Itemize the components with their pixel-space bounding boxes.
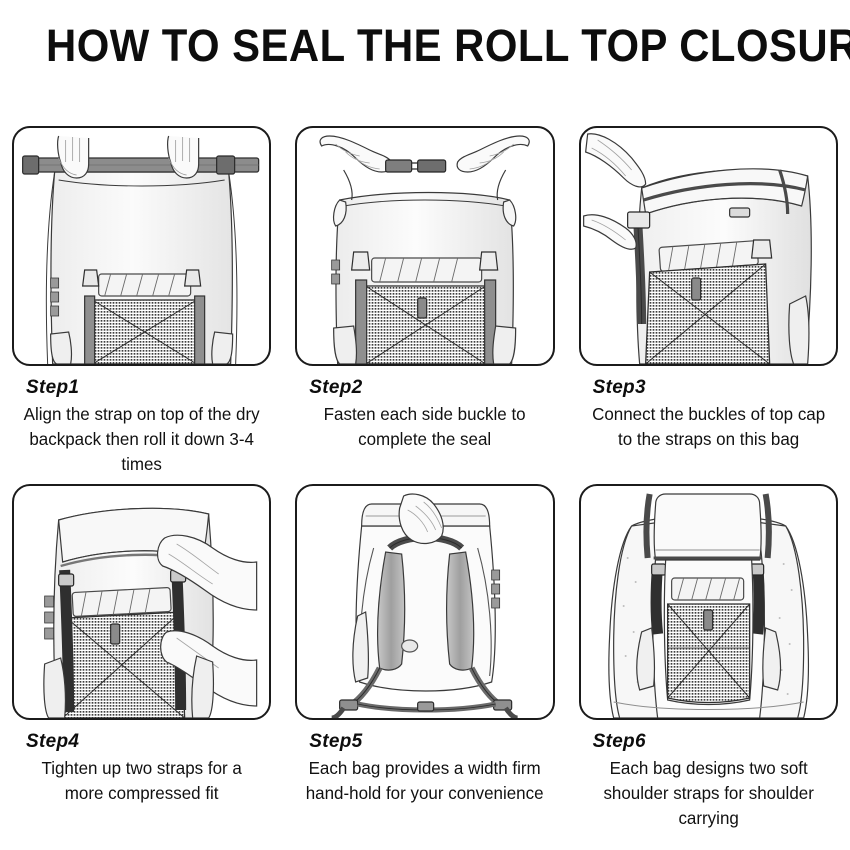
step-illustration-1 bbox=[12, 126, 272, 366]
step-cell-1: Step1 Align the strap on top of the dry … bbox=[0, 126, 283, 477]
step-caption-6: Each bag designs two soft shoulder strap… bbox=[603, 758, 814, 828]
step-caption-1: Align the strap on top of the dry backpa… bbox=[23, 404, 260, 474]
step-illustration-4 bbox=[12, 484, 272, 720]
step-label-6: Step6 bbox=[592, 731, 646, 752]
steps-row-bottom: Step4 Tighten up two straps for a more c… bbox=[0, 484, 850, 831]
step-label-5: Step5 bbox=[309, 731, 363, 752]
step-illustration-3 bbox=[578, 126, 838, 366]
step-cell-2: Step2 Fasten each side buckle to complet… bbox=[283, 126, 566, 477]
step-cell-3: Step3 Connect the buckles of top cap to … bbox=[567, 126, 850, 477]
page-title: HOW TO SEAL THE ROLL TOP CLOSURE bbox=[46, 20, 850, 71]
step-illustration-6 bbox=[578, 484, 838, 720]
step-label-4: Step4 bbox=[26, 731, 80, 752]
step-caption-2: Fasten each side buckle to complete the … bbox=[323, 404, 526, 449]
step-label-1: Step1 bbox=[26, 377, 80, 398]
step-label-3: Step3 bbox=[592, 377, 646, 398]
step-caption-5: Each bag provides a width firm hand-hold… bbox=[306, 758, 544, 803]
step-cell-4: Step4 Tighten up two straps for a more c… bbox=[0, 484, 283, 831]
step-illustration-2 bbox=[295, 126, 555, 366]
step-caption-3: Connect the buckles of top cap to the st… bbox=[591, 404, 825, 449]
step-cell-5: Step5 Each bag provides a width firm han… bbox=[283, 484, 566, 831]
steps-grid: Step1 Align the strap on top of the dry … bbox=[0, 126, 850, 831]
step-illustration-5 bbox=[295, 484, 555, 720]
steps-row-top: Step1 Align the strap on top of the dry … bbox=[0, 126, 850, 477]
step-caption-4: Tighten up two straps for a more compres… bbox=[41, 758, 242, 803]
step-cell-6: Step6 Each bag designs two soft shoulder… bbox=[567, 484, 850, 831]
step-label-2: Step2 bbox=[309, 377, 363, 398]
